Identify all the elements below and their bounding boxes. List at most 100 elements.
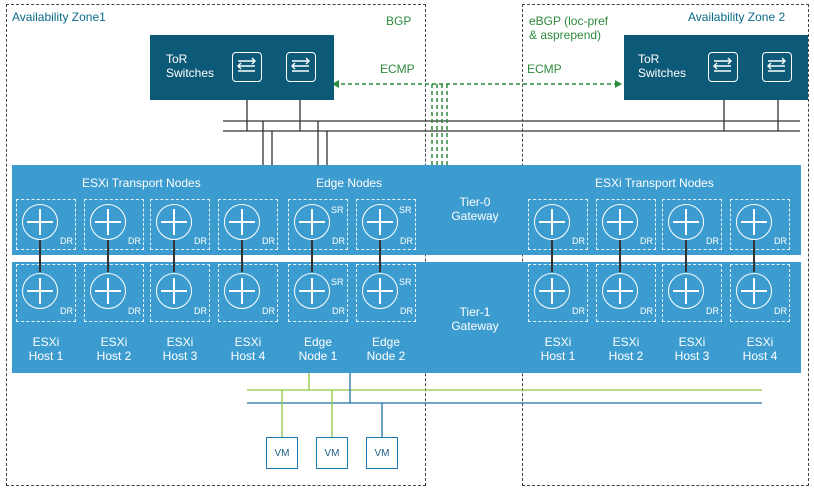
node-box-tier1 bbox=[730, 264, 790, 322]
node-label-line2: Host 1 bbox=[28, 349, 64, 363]
node-label-line2: Host 4 bbox=[230, 349, 266, 363]
router-link bbox=[551, 240, 553, 272]
node-box-tier0 bbox=[16, 199, 76, 250]
dr-tag: DR bbox=[194, 236, 207, 246]
node-box-tier1 bbox=[596, 264, 656, 322]
router-link bbox=[685, 240, 687, 272]
switch-icon bbox=[762, 52, 792, 82]
node-box-tier0 bbox=[218, 199, 278, 250]
router-icon bbox=[156, 204, 192, 240]
tier1-label-line2: Gateway bbox=[451, 319, 499, 333]
node-label-line1: ESXi bbox=[100, 335, 128, 349]
router-link bbox=[311, 240, 313, 272]
router-icon bbox=[736, 273, 772, 309]
node-label-line1: ESXi bbox=[166, 335, 194, 349]
router-icon bbox=[362, 204, 398, 240]
router-icon bbox=[22, 273, 58, 309]
router-link bbox=[173, 240, 175, 272]
router-icon bbox=[534, 273, 570, 309]
tier0-label-line2: Gateway bbox=[451, 209, 499, 223]
node-label-line2: Node 1 bbox=[298, 349, 338, 363]
tor-switches-az1: ToR Switches bbox=[150, 35, 334, 100]
tier1-label-line1: Tier-1 bbox=[459, 305, 491, 319]
dr-tag: DR bbox=[400, 236, 413, 246]
router-icon bbox=[90, 273, 126, 309]
router-icon bbox=[602, 273, 638, 309]
dr-tag: DR bbox=[128, 236, 141, 246]
right-transport-title: ESXi Transport Nodes bbox=[595, 176, 714, 190]
node-box-tier1 bbox=[356, 264, 416, 322]
node-box-tier0 bbox=[662, 199, 722, 250]
switch-icon bbox=[232, 52, 262, 82]
node-box-tier1 bbox=[84, 264, 144, 322]
node-box-tier1 bbox=[16, 264, 76, 322]
node-box-tier0 bbox=[84, 199, 144, 250]
tor-label-line1: ToR bbox=[638, 52, 660, 66]
node-box-tier1 bbox=[288, 264, 348, 322]
dr-tag: DR bbox=[194, 306, 207, 316]
node-box-tier0 bbox=[150, 199, 210, 250]
router-icon bbox=[362, 273, 398, 309]
router-icon bbox=[294, 204, 330, 240]
tor-label-line2: Switches bbox=[638, 66, 687, 80]
router-icon bbox=[22, 204, 58, 240]
vm-2: VM bbox=[316, 437, 348, 469]
node-label-line2: Host 3 bbox=[674, 349, 710, 363]
router-link bbox=[241, 240, 243, 272]
dr-tag: DR bbox=[262, 236, 275, 246]
tor-label-line2: Switches bbox=[166, 66, 215, 80]
node-box-tier0 bbox=[730, 199, 790, 250]
node-label-line2: Host 4 bbox=[742, 349, 778, 363]
dr-tag: DR bbox=[774, 306, 787, 316]
node-box-tier1 bbox=[662, 264, 722, 322]
dr-tag: DR bbox=[640, 236, 653, 246]
ecmp-label-right: ECMP bbox=[527, 62, 562, 76]
node-label-line1: ESXi bbox=[32, 335, 60, 349]
dr-tag: DR bbox=[572, 236, 585, 246]
zone-2-title: Availability Zone 2 bbox=[688, 10, 786, 24]
ecmp-label-left: ECMP bbox=[380, 62, 415, 76]
dr-tag: DR bbox=[706, 236, 719, 246]
dr-tag: DR bbox=[262, 306, 275, 316]
node-label-line1: Edge bbox=[303, 335, 333, 349]
node-box-tier0 bbox=[528, 199, 588, 250]
router-icon bbox=[156, 273, 192, 309]
switch-icon bbox=[286, 52, 316, 82]
router-icon bbox=[534, 204, 570, 240]
dr-tag: DR bbox=[706, 306, 719, 316]
dr-tag: DR bbox=[572, 306, 585, 316]
sr-tag: SR bbox=[331, 277, 344, 287]
router-link bbox=[107, 240, 109, 272]
ebgp-label-line1: eBGP (loc-pref bbox=[529, 14, 609, 28]
dr-tag: DR bbox=[774, 236, 787, 246]
router-icon bbox=[90, 204, 126, 240]
router-icon bbox=[224, 273, 260, 309]
node-box-tier1 bbox=[150, 264, 210, 322]
node-label-line1: ESXi bbox=[678, 335, 706, 349]
node-label-line2: Host 2 bbox=[608, 349, 644, 363]
dr-tag: DR bbox=[60, 236, 73, 246]
node-box-tier0 bbox=[356, 199, 416, 250]
router-link bbox=[753, 240, 755, 272]
dr-tag: DR bbox=[332, 306, 345, 316]
node-label-line2: Node 2 bbox=[366, 349, 406, 363]
node-box-tier1 bbox=[218, 264, 278, 322]
tor-label-line1: ToR bbox=[166, 52, 188, 66]
router-link bbox=[379, 240, 381, 272]
router-link bbox=[39, 240, 41, 272]
router-icon bbox=[736, 204, 772, 240]
router-icon bbox=[668, 204, 704, 240]
node-label-line1: ESXi bbox=[746, 335, 774, 349]
node-label-line2: Host 3 bbox=[162, 349, 198, 363]
vm-1: VM bbox=[266, 437, 298, 469]
tier0-label-line1: Tier-0 bbox=[459, 195, 491, 209]
left-transport-title: ESXi Transport Nodes bbox=[82, 176, 201, 190]
sr-tag: SR bbox=[331, 205, 344, 215]
sr-tag: SR bbox=[399, 205, 412, 215]
node-label-line1: ESXi bbox=[544, 335, 572, 349]
router-icon bbox=[294, 273, 330, 309]
node-label-line2: Host 2 bbox=[96, 349, 132, 363]
node-box-tier0 bbox=[288, 199, 348, 250]
dr-tag: DR bbox=[60, 306, 73, 316]
bgp-label: BGP bbox=[386, 14, 412, 28]
